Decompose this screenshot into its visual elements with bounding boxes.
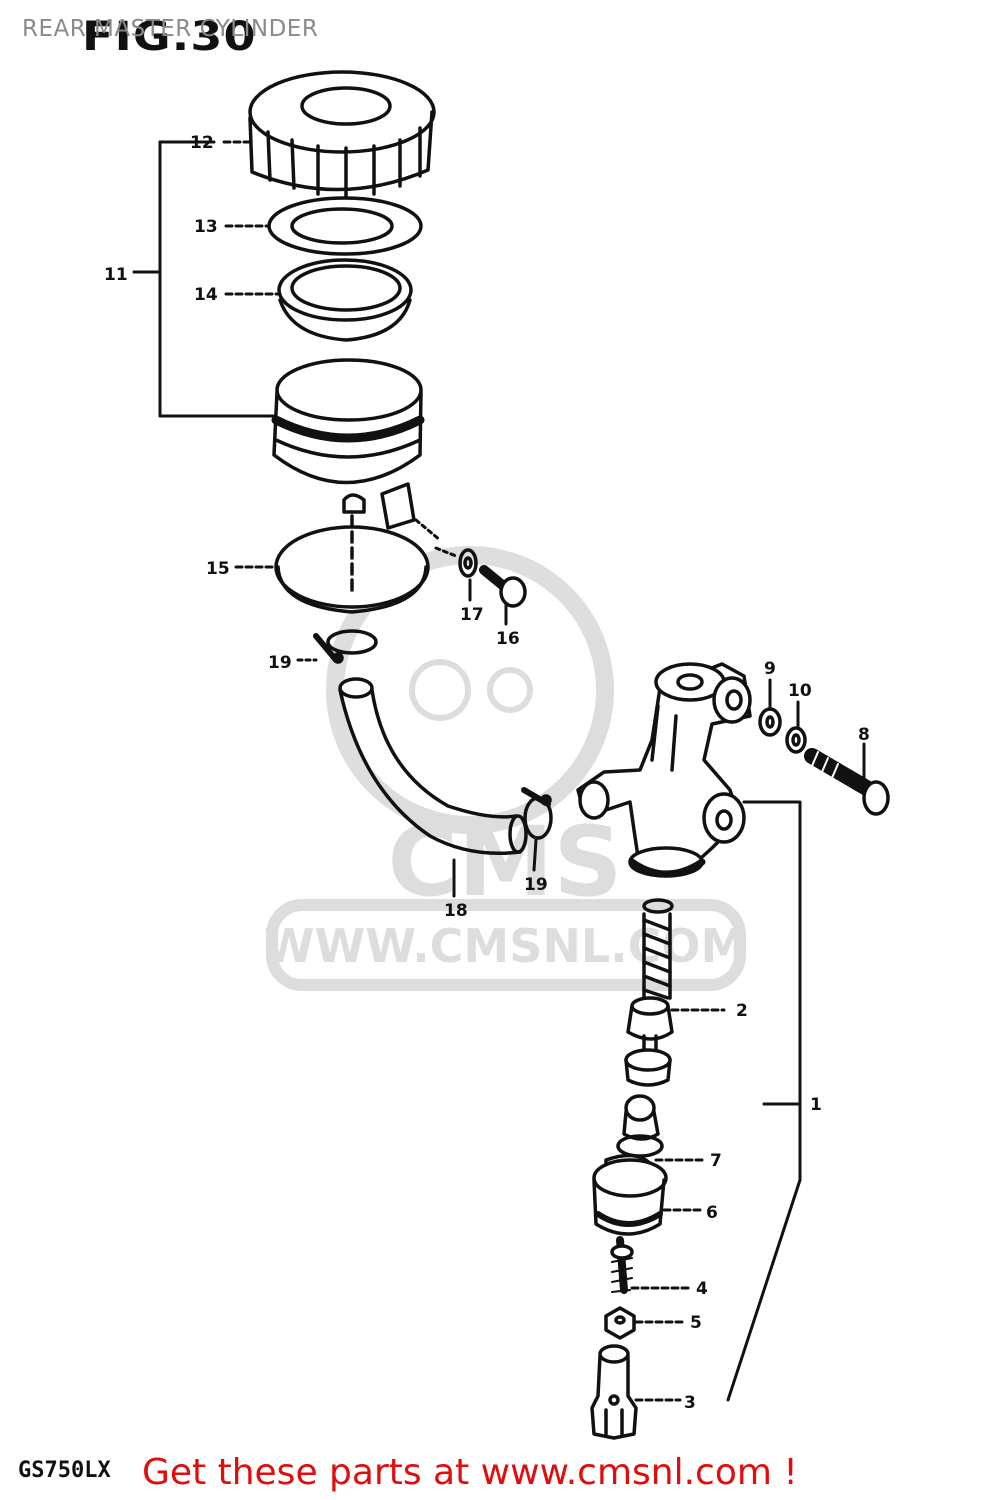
callout-17: 17 bbox=[460, 605, 484, 625]
part-15-band bbox=[274, 482, 430, 614]
leader-lines bbox=[132, 140, 866, 1402]
callout-8: 8 bbox=[858, 725, 870, 745]
page-title: REAR MASTER CYLINDER bbox=[22, 16, 319, 42]
watermark: WWW.CMSNL.COM CMS bbox=[264, 546, 747, 991]
part-2-cup bbox=[624, 996, 674, 1087]
figure-label: FIG.30 bbox=[82, 14, 257, 60]
part-4-pushrod bbox=[610, 1236, 634, 1294]
part-6-boot bbox=[592, 1158, 668, 1236]
model-label: GS750LX bbox=[18, 1458, 111, 1483]
piston bbox=[616, 1094, 664, 1158]
callout-1: 1 bbox=[810, 1095, 822, 1115]
callout-16: 16 bbox=[496, 629, 520, 649]
callout-7: 7 bbox=[710, 1151, 722, 1171]
part-18-hose bbox=[338, 677, 528, 856]
part-5-nut bbox=[604, 1306, 636, 1340]
callout-9: 9 bbox=[764, 659, 776, 679]
callout-11: 11 bbox=[104, 265, 128, 285]
part-19-clamp-bottom bbox=[521, 787, 553, 840]
reservoir-body bbox=[271, 358, 425, 485]
part-16-bolt bbox=[479, 565, 527, 608]
callout-10: 10 bbox=[788, 681, 812, 701]
watermark-url: WWW.CMSNL.COM bbox=[264, 919, 747, 973]
callout-14: 14 bbox=[194, 285, 218, 305]
callout-labels: 2 3 4 5 6 7 8 9 10 1 11 12 13 14 15 16 1… bbox=[104, 133, 870, 1413]
part-3-clevis bbox=[590, 1344, 638, 1440]
spring bbox=[642, 898, 674, 1002]
part-17-washer bbox=[458, 548, 478, 578]
callout-4: 4 bbox=[696, 1279, 708, 1299]
callout-6: 6 bbox=[706, 1203, 718, 1223]
part-12-reservoir-cap bbox=[248, 70, 436, 198]
promo-link[interactable]: Get these parts at www.cmsnl.com ! bbox=[142, 1452, 798, 1493]
callout-18: 18 bbox=[444, 901, 468, 921]
part-19-clamp-top bbox=[313, 629, 378, 664]
callout-2: 2 bbox=[736, 1001, 748, 1021]
master-cylinder-body bbox=[576, 662, 752, 878]
callout-19-top: 19 bbox=[268, 653, 292, 673]
callout-15: 15 bbox=[206, 559, 230, 579]
part-10-washer bbox=[785, 726, 807, 754]
callout-12: 12 bbox=[190, 133, 214, 153]
watermark-brand: CMS bbox=[387, 806, 622, 918]
callout-13: 13 bbox=[194, 217, 218, 237]
callout-5: 5 bbox=[690, 1313, 702, 1333]
part-13-plate bbox=[267, 196, 423, 256]
part-9-washer bbox=[758, 707, 782, 737]
part-14-diaphragm bbox=[277, 258, 413, 342]
callout-3: 3 bbox=[684, 1393, 696, 1413]
callout-19-bottom: 19 bbox=[524, 875, 548, 895]
part-8-bolt bbox=[804, 748, 890, 816]
